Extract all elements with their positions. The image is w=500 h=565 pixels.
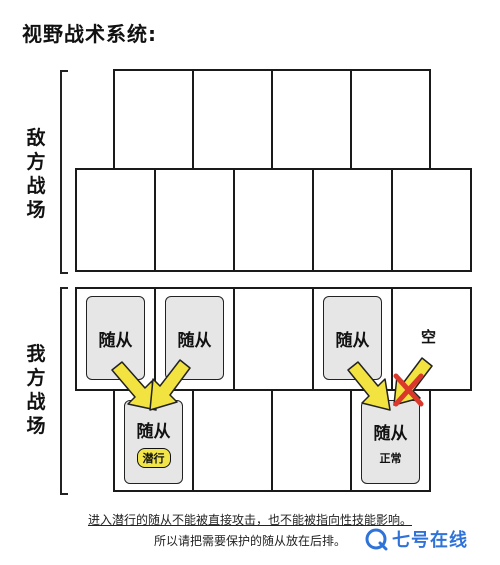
enemy-front-slot-5 (391, 168, 472, 272)
enemy-front-slot-3 (233, 168, 314, 272)
ally-front-slot-5 (391, 287, 472, 391)
caption-line-2: 所以请把需要保护的随从放在后排。 (153, 534, 346, 548)
watermark-text: 七号在线 (392, 530, 468, 551)
ally-back-slot-3 (271, 389, 352, 492)
arrow-to-normal (347, 361, 391, 411)
enemy-front-slot-1 (75, 168, 156, 272)
minion-card-label: 随从 (136, 421, 171, 442)
minion-card-label: 随从 (98, 330, 133, 351)
enemy-label-char: 战 (26, 175, 46, 197)
caption: 进入潜行的随从不能被直接攻击，也不能被指向性技能影响。 所以请把需要保护的随从放… (30, 511, 470, 549)
ally-label-char: 方 (26, 367, 46, 389)
enemy-bracket-top (60, 70, 68, 72)
enemy-back-slot-4 (350, 69, 431, 170)
minion-card-label: 随从 (373, 423, 408, 444)
enemy-side-label: 敌 方 战 场 (24, 126, 48, 222)
enemy-label-char: 敌 (26, 127, 46, 149)
normal-status-label: 正常 (379, 451, 402, 465)
ally-label-char: 我 (26, 343, 46, 365)
ally-front-slot-3 (233, 287, 314, 391)
minion-card-label: 随从 (335, 330, 370, 351)
minion-card-label: 随从 (177, 330, 212, 351)
arrow-right-to-stealth (149, 359, 191, 411)
arrow-left-to-stealth (111, 361, 157, 411)
enemy-bracket-bottom (60, 272, 68, 274)
ally-bracket-top (60, 287, 68, 289)
ally-side-label: 我 方 战 场 (24, 342, 48, 438)
cross-icon (393, 373, 424, 407)
stealth-badge: 潜行 (136, 447, 171, 468)
watermark-logo-icon (365, 528, 388, 551)
ally-bracket-bottom (60, 493, 68, 495)
ally-label-char: 场 (26, 415, 46, 437)
ally-label-char: 战 (26, 391, 46, 413)
enemy-bracket (60, 70, 62, 274)
empty-slot-label: 空 (421, 328, 437, 346)
ally-bracket (60, 287, 62, 495)
enemy-label-char: 场 (26, 199, 46, 221)
diagram-title: 视野战术系统: (22, 22, 157, 46)
ally-back-slot-2 (192, 389, 273, 492)
minion-card-front-1: 随从 (86, 296, 145, 380)
watermark: 七号在线 (364, 526, 468, 552)
caption-line-1: 进入潜行的随从不能被直接攻击，也不能被指向性技能影响。 (87, 513, 412, 527)
minion-card-normal: 随从 正常 (361, 400, 420, 484)
enemy-label-char: 方 (26, 151, 46, 173)
